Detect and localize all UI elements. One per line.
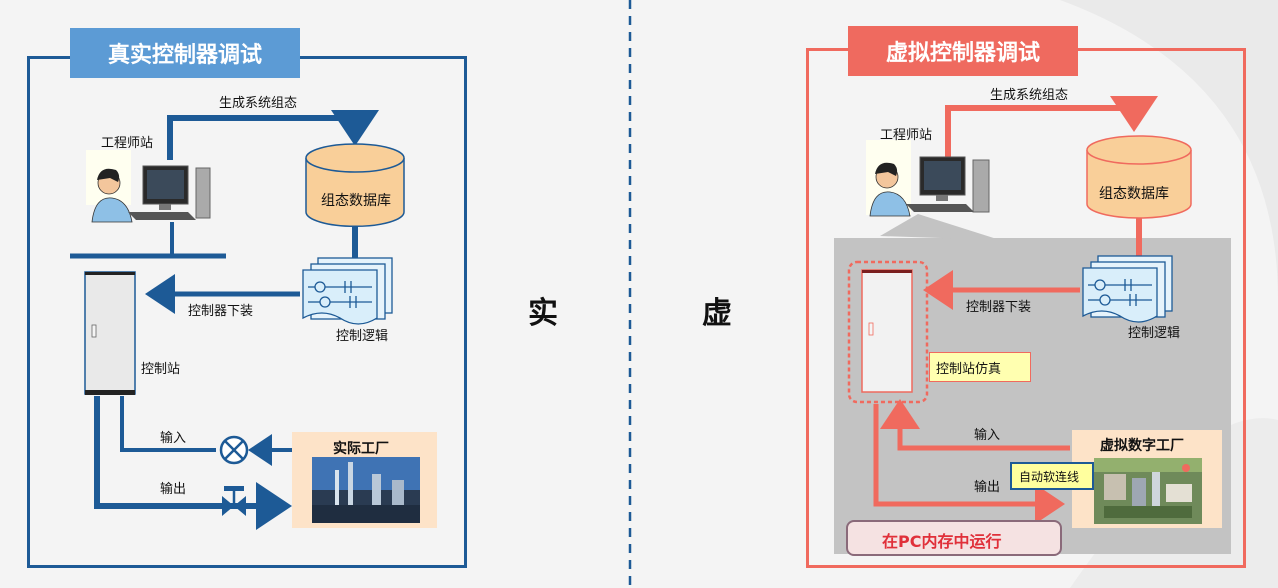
virtual-output-label: 输出 <box>974 480 1001 495</box>
run-in-memory-label: 在PC内存中运行 <box>882 532 1002 551</box>
auto-soft-link-label: 自动软连线 <box>1019 470 1080 484</box>
real-config-db-label: 组态数据库 <box>321 193 391 209</box>
virtual-plant-3d-model <box>1094 458 1202 524</box>
control-logic-docs <box>302 257 393 325</box>
virtual-plant-label: 虚拟数字工厂 <box>1100 438 1184 454</box>
virtual-input-arrow <box>880 399 1070 451</box>
virtual-controller-download-label: 控制器下装 <box>966 300 1032 315</box>
engineer-workstation <box>86 150 211 223</box>
virtual-control-logic-docs <box>1082 255 1173 323</box>
virtual-engineer-workstation <box>866 140 990 217</box>
virtual-control-station-cabinet <box>861 269 913 393</box>
virtual-input-label: 输入 <box>974 428 1001 443</box>
auto-soft-link-badge <box>1010 462 1094 490</box>
real-panel-title: 真实控制器调试 <box>70 28 300 78</box>
virtual-output-arrow <box>873 404 1065 524</box>
real-controller-download-label: 控制器下装 <box>188 304 254 319</box>
workstation-wedge <box>880 214 1000 240</box>
real-engineer-station-label: 工程师站 <box>101 136 154 151</box>
input-valve-symbol <box>219 435 249 465</box>
real-control-logic-label: 控制逻辑 <box>336 329 389 344</box>
input-line <box>120 396 216 452</box>
virtual-config-db-label: 组态数据库 <box>1099 186 1169 202</box>
virtual-generate-config-arrow <box>945 96 1158 160</box>
real-diagram <box>70 110 437 530</box>
real-label: 实 <box>528 296 558 331</box>
virtual-panel-title: 虚拟控制器调试 <box>848 26 1078 76</box>
config-db-cylinder <box>305 143 405 228</box>
virtual-config-db-cylinder <box>1086 135 1192 219</box>
real-output-label: 输出 <box>160 482 187 497</box>
virtual-label: 虚 <box>702 296 732 331</box>
center-divider <box>628 0 632 588</box>
virtual-control-logic-label: 控制逻辑 <box>1128 326 1181 341</box>
generate-config-arrow <box>167 110 379 160</box>
real-plant-label: 实际工厂 <box>333 441 389 457</box>
virtual-station-sim-label: 控制站仿真 <box>936 362 1002 377</box>
real-input-label: 输入 <box>160 431 187 446</box>
station-sim-badge <box>929 352 1031 382</box>
real-plant-photo <box>312 457 420 523</box>
run-in-memory-box <box>846 520 1062 556</box>
real-control-station-label: 控制站 <box>141 362 181 377</box>
control-station-cabinet <box>84 271 136 395</box>
real-generate-config-label: 生成系统组态 <box>219 96 298 111</box>
virtual-engineer-station-label: 工程师站 <box>880 128 933 143</box>
virtual-generate-config-label: 生成系统组态 <box>990 88 1069 103</box>
output-valve-symbol <box>222 486 246 516</box>
